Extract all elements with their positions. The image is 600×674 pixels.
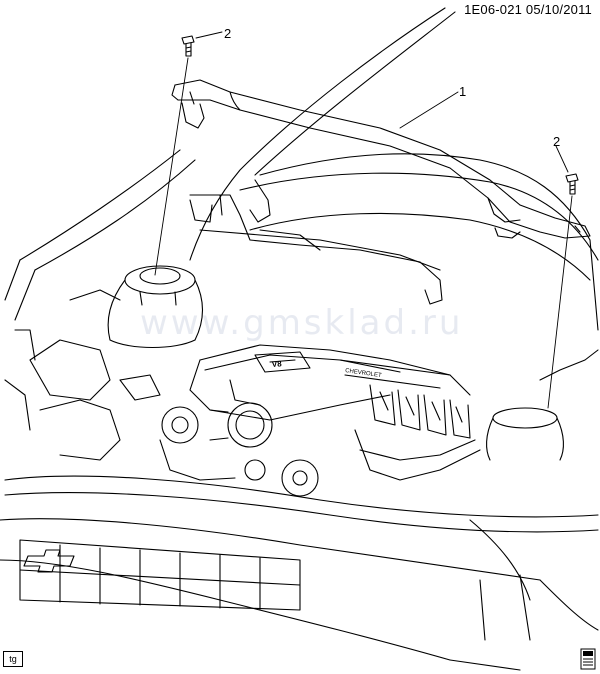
callout-bolt-left: 2 xyxy=(224,26,232,41)
front-grille xyxy=(19,539,301,611)
bolt-left xyxy=(181,35,195,57)
right-strut-tower xyxy=(486,349,599,461)
intake-runners xyxy=(339,359,481,481)
throttle-body xyxy=(209,402,273,448)
leader-lines xyxy=(154,31,573,409)
callout-bolt-right: 2 xyxy=(553,134,561,149)
left-strut-tower xyxy=(107,265,203,349)
cowl-panel xyxy=(189,179,443,305)
book-icon xyxy=(580,648,596,670)
left-bay-components xyxy=(4,289,161,461)
accessory-pulleys xyxy=(159,406,319,497)
intake-badge: CHEVROLET xyxy=(345,368,382,379)
front-bumper xyxy=(0,475,599,671)
hood-left-edge xyxy=(4,149,196,321)
windshield-frame xyxy=(189,7,599,331)
bolt-right xyxy=(565,173,579,195)
callout-brace: 1 xyxy=(459,84,467,99)
engine-cover-badge: V8 xyxy=(272,359,283,369)
document-id: 1E06-021 xyxy=(464,2,523,17)
strut-tower-brace xyxy=(171,79,591,239)
document-id-and-date: 1E06-021 05/10/2011 xyxy=(464,2,592,17)
document-date: 05/10/2011 xyxy=(525,2,592,17)
watermark: www.gmsklad.ru xyxy=(140,303,464,343)
bowtie-emblem xyxy=(23,549,75,573)
corner-tag: tg xyxy=(3,651,23,667)
